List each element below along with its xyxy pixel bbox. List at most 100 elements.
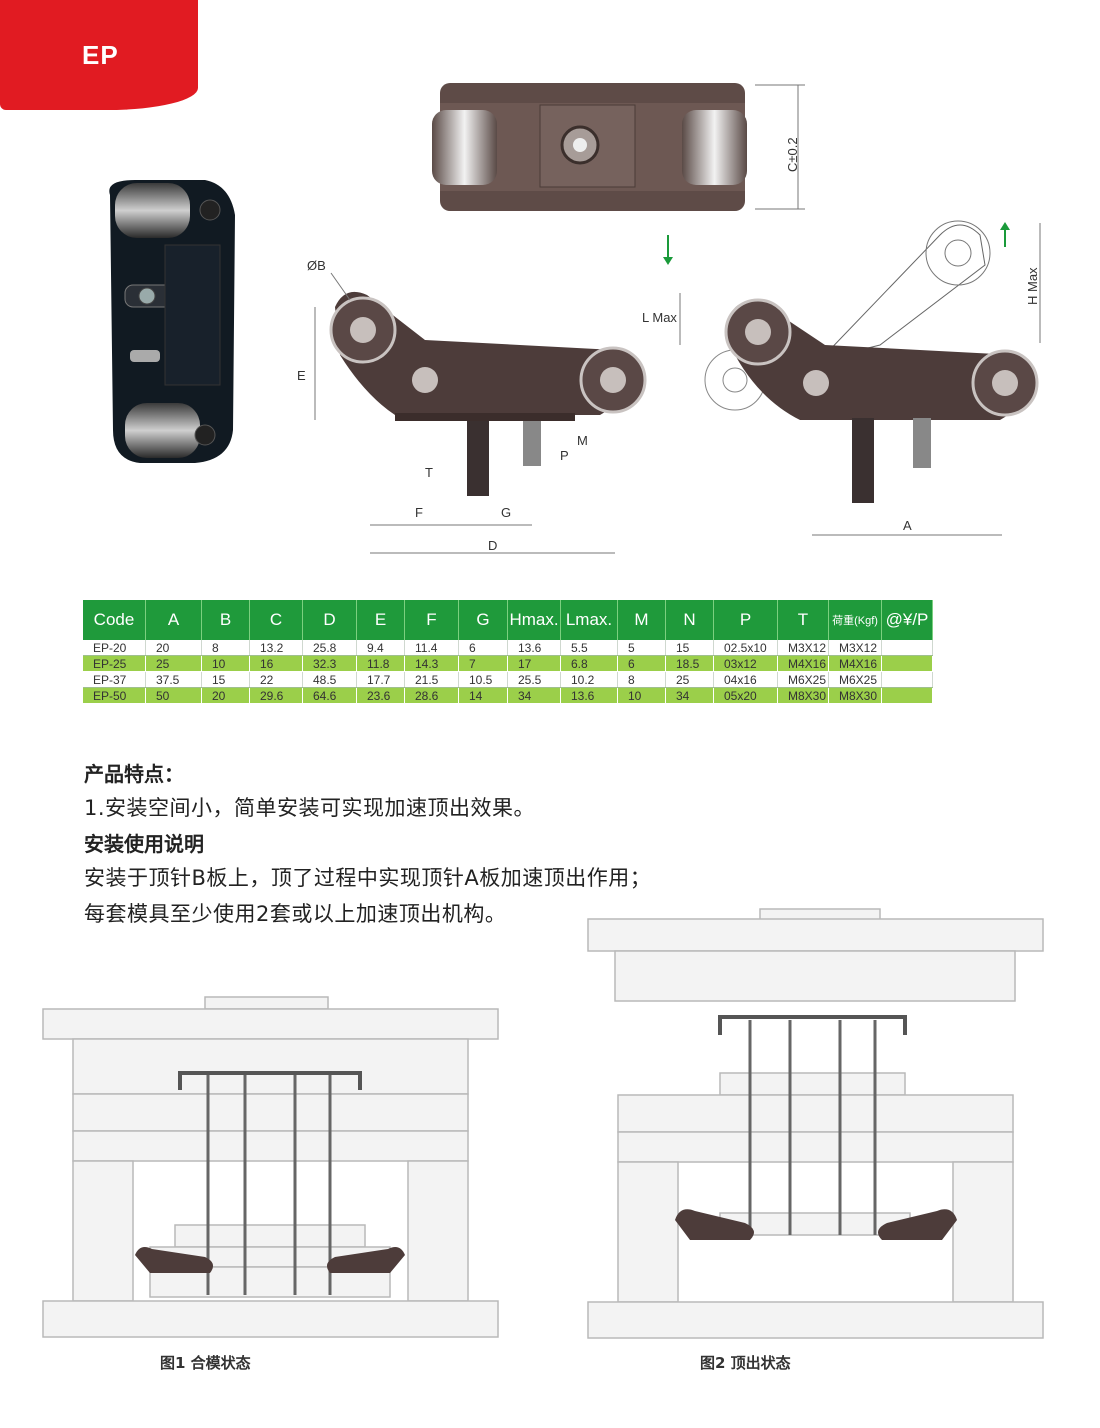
cell: M3X12 bbox=[777, 640, 829, 656]
cell: 04x16 bbox=[713, 671, 778, 688]
cell: 14 bbox=[458, 687, 508, 704]
col-m: M bbox=[617, 600, 666, 640]
label-hmax: H Max bbox=[1025, 267, 1040, 305]
col-price: @¥/P bbox=[881, 600, 933, 640]
cell bbox=[881, 671, 933, 688]
header-tab-label: EP bbox=[82, 40, 119, 70]
figure-2-caption: 图2 顶出状态 bbox=[700, 1354, 791, 1372]
cell: 17.7 bbox=[356, 671, 405, 688]
cell: EP-50 bbox=[83, 687, 146, 704]
cell: 02.5x10 bbox=[713, 640, 778, 656]
features-heading: 产品特点： bbox=[84, 762, 184, 786]
stroke-drawing: L Max H Max A bbox=[642, 220, 1041, 536]
cell: 7 bbox=[458, 655, 508, 672]
col-a: A bbox=[145, 600, 202, 640]
cell: 05x20 bbox=[713, 687, 778, 704]
cell: EP-25 bbox=[83, 655, 146, 672]
cell: 25.8 bbox=[302, 640, 357, 656]
cell: M4X16 bbox=[828, 655, 882, 672]
cell: 13.6 bbox=[507, 640, 561, 656]
col-t: T bbox=[777, 600, 829, 640]
cell: 25.5 bbox=[507, 671, 561, 688]
col-c: C bbox=[249, 600, 303, 640]
cell: 32.3 bbox=[302, 655, 357, 672]
side-view-drawing: E ØB T P M F G D bbox=[297, 258, 647, 554]
cell: EP-20 bbox=[83, 640, 146, 656]
cell: 22 bbox=[249, 671, 303, 688]
cell: 11.8 bbox=[356, 655, 405, 672]
table-header-row: Code A B C D E F G Hmax. Lmax. M N P T 荷… bbox=[83, 600, 933, 640]
cell: 10 bbox=[617, 687, 666, 704]
cell: EP-37 bbox=[83, 671, 146, 688]
col-g: G bbox=[458, 600, 508, 640]
cell bbox=[881, 640, 933, 656]
label-a: A bbox=[903, 518, 912, 533]
col-d: D bbox=[302, 600, 357, 640]
label-e: E bbox=[297, 368, 306, 383]
cell: 28.6 bbox=[404, 687, 459, 704]
cell: 34 bbox=[665, 687, 714, 704]
figure-1-mold-closed bbox=[42, 996, 499, 1338]
cell bbox=[881, 655, 933, 672]
cell: M8X30 bbox=[777, 687, 829, 704]
instructions-line-1: 安装于顶针B板上，顶了过程中实现顶针A板加速顶出作用； bbox=[84, 866, 652, 890]
cell: 17 bbox=[507, 655, 561, 672]
spec-table: Code A B C D E F G Hmax. Lmax. M N P T 荷… bbox=[83, 600, 933, 704]
cell: 8 bbox=[617, 671, 666, 688]
cell: 13.2 bbox=[249, 640, 303, 656]
cell: 64.6 bbox=[302, 687, 357, 704]
cell: 25 bbox=[665, 671, 714, 688]
label-c: C±0.2 bbox=[785, 137, 800, 172]
col-code: Code bbox=[83, 600, 146, 640]
label-f: F bbox=[415, 505, 423, 520]
label-g: G bbox=[501, 505, 511, 520]
col-load: 荷重(Kgf) bbox=[828, 600, 882, 640]
figure-1-caption: 图1 合模状态 bbox=[160, 1354, 251, 1372]
cell: M4X16 bbox=[777, 655, 829, 672]
table-row: EP-25 25 10 16 32.3 11.8 14.3 7 17 6.8 6… bbox=[83, 655, 933, 672]
cell: 03x12 bbox=[713, 655, 778, 672]
label-t: T bbox=[425, 465, 433, 480]
cell: 20 bbox=[145, 640, 202, 656]
cell: 14.3 bbox=[404, 655, 459, 672]
cell: 29.6 bbox=[249, 687, 303, 704]
cell: 15 bbox=[201, 671, 250, 688]
cell bbox=[881, 687, 933, 704]
cell: 6 bbox=[617, 655, 666, 672]
features-item-1: 1.安装空间小，简单安装可实现加速顶出效果。 bbox=[84, 796, 536, 820]
cell: 50 bbox=[145, 687, 202, 704]
cell: 18.5 bbox=[665, 655, 714, 672]
label-m: M bbox=[577, 433, 588, 448]
col-lmax: Lmax. bbox=[560, 600, 618, 640]
cell: 5.5 bbox=[560, 640, 618, 656]
cell: M8X30 bbox=[828, 687, 882, 704]
label-d: D bbox=[488, 538, 497, 553]
table-row: EP-37 37.5 15 22 48.5 17.7 21.5 10.5 25.… bbox=[83, 671, 933, 688]
cell: 48.5 bbox=[302, 671, 357, 688]
header-tab: EP bbox=[0, 0, 198, 110]
cell: 6.8 bbox=[560, 655, 618, 672]
col-n: N bbox=[665, 600, 714, 640]
label-p: P bbox=[560, 448, 569, 463]
label-ob: ØB bbox=[307, 258, 326, 273]
cell: 10.2 bbox=[560, 671, 618, 688]
col-hmax: Hmax. bbox=[507, 600, 561, 640]
top-view-drawing: C±0.2 bbox=[432, 83, 805, 211]
cell: 6 bbox=[458, 640, 508, 656]
col-f: F bbox=[404, 600, 459, 640]
cell: 5 bbox=[617, 640, 666, 656]
cell: 25 bbox=[145, 655, 202, 672]
cell: 11.4 bbox=[404, 640, 459, 656]
product-photo bbox=[109, 180, 235, 463]
col-p: P bbox=[713, 600, 778, 640]
cell: 10 bbox=[201, 655, 250, 672]
cell: 34 bbox=[507, 687, 561, 704]
instructions-heading: 安装使用说明 bbox=[84, 832, 204, 856]
cell: 21.5 bbox=[404, 671, 459, 688]
cell: 10.5 bbox=[458, 671, 508, 688]
cell: 16 bbox=[249, 655, 303, 672]
figure-2-mold-ejected bbox=[587, 908, 1044, 1339]
cell: 20 bbox=[201, 687, 250, 704]
cell: M6X25 bbox=[777, 671, 829, 688]
cell: M3X12 bbox=[828, 640, 882, 656]
